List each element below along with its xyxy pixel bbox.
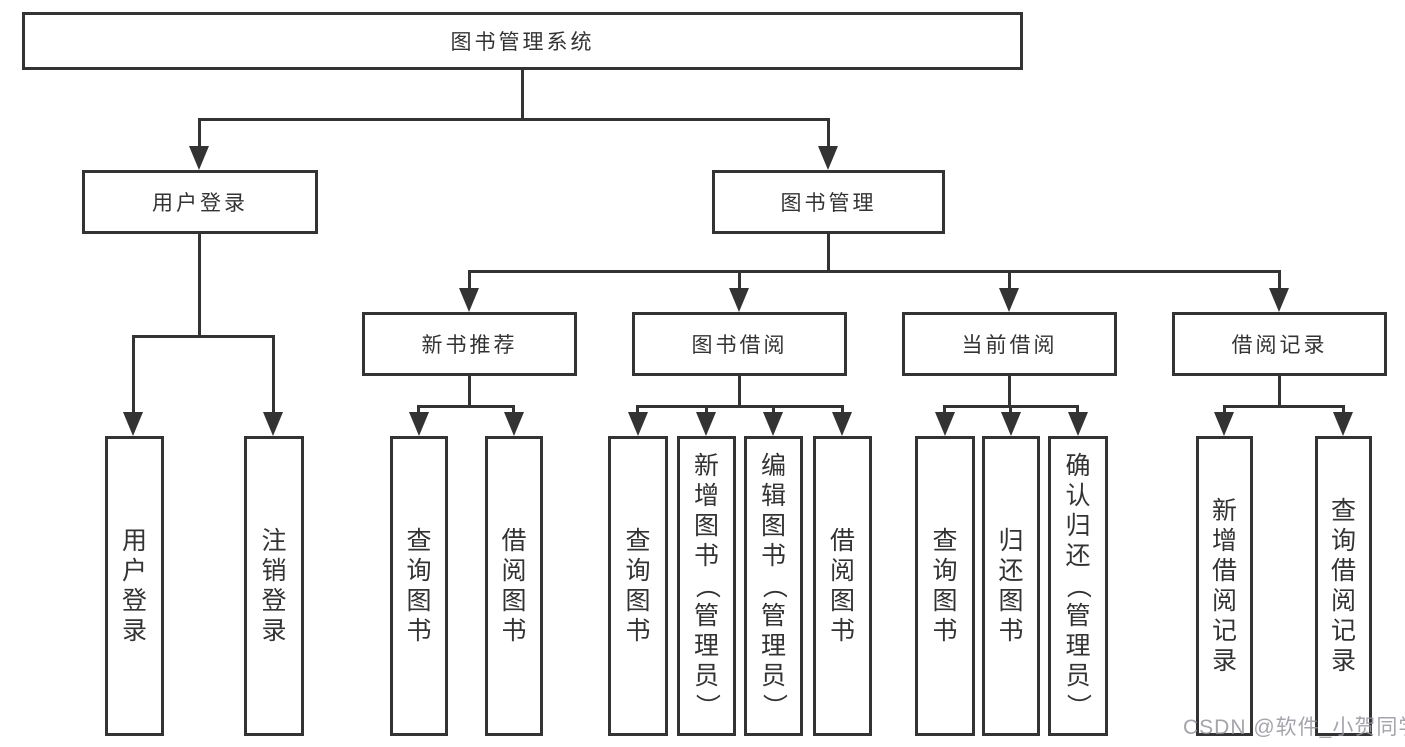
leaf-borrow-add-book-label: 新增图书（管理员） [692,452,721,719]
connector-arrowhead [459,288,479,312]
connector-line [417,405,420,417]
connector-line [272,335,275,415]
connector-line [1278,270,1281,294]
connector-arrowhead [409,412,429,436]
node-user-login: 用户登录 [82,170,318,234]
connector-line [132,335,275,338]
connector-line [198,118,830,121]
connector-arrowhead [504,412,524,436]
leaf-record-query: 查询借阅记录 [1315,436,1372,736]
leaf-recommend-query-book-label: 查询图书 [406,527,432,645]
leaf-recommend-borrow-book: 借阅图书 [485,436,543,736]
connector-line [468,270,1281,273]
leaf-current-confirm-return-label: 确认归还（管理员） [1064,452,1092,719]
leaf-current-query-book-label: 查询图书 [932,527,958,645]
connector-arrowhead [696,412,716,436]
leaf-record-add-label: 新增借阅记录 [1211,497,1237,675]
leaf-user-login: 用户登录 [105,436,164,736]
leaf-current-return-book-label: 归还图书 [998,527,1024,645]
node-current-borrow: 当前借阅 [902,312,1117,376]
connector-line [1076,405,1079,417]
leaf-record-add: 新增借阅记录 [1196,436,1253,736]
connector-line [1223,405,1345,408]
connector-arrowhead [832,412,852,436]
connector-line [772,405,775,417]
leaf-current-query-book: 查询图书 [915,436,975,736]
leaf-recommend-query-book: 查询图书 [390,436,448,736]
connector-line [468,376,471,405]
connector-line [943,405,946,417]
connector-line [827,118,830,150]
node-book-management-label: 图书管理 [780,192,877,215]
connector-line [132,335,135,415]
connector-arrowhead [818,146,838,170]
connector-line [636,405,639,417]
connector-line [738,270,741,294]
connector-line [1008,376,1011,405]
connector-line [1278,376,1281,405]
leaf-recommend-borrow-book-label: 借阅图书 [501,527,527,645]
connector-line [468,270,471,294]
connector-arrowhead [1333,412,1353,436]
connector-arrowhead [1214,412,1234,436]
leaf-record-query-label: 查询借阅记录 [1330,497,1356,675]
leaf-current-return-book: 归还图书 [982,436,1040,736]
connector-arrowhead [189,146,209,170]
connector-line [841,405,844,417]
connector-arrowhead [1269,288,1289,312]
connector-line [198,233,201,335]
connector-arrowhead [935,412,955,436]
leaf-borrow-add-book: 新增图书（管理员） [677,436,736,736]
connector-arrowhead [999,288,1019,312]
leaf-logout: 注销登录 [244,436,304,736]
node-borrow-record-label: 借阅记录 [1231,334,1328,357]
node-root: 图书管理系统 [22,12,1023,70]
node-book-management: 图书管理 [712,170,945,234]
connector-line [636,405,844,408]
leaf-borrow-query-book-label: 查询图书 [625,527,651,645]
leaf-borrow-query-book: 查询图书 [608,436,668,736]
node-user-login-label: 用户登录 [152,192,248,215]
leaf-borrow-edit-book: 编辑图书（管理员） [744,436,803,736]
connector-arrowhead [729,288,749,312]
leaf-current-confirm-return: 确认归还（管理员） [1048,436,1108,736]
connector-arrowhead [123,412,143,436]
node-book-borrow-label: 图书借阅 [691,334,788,357]
node-root-label: 图书管理系统 [450,31,595,54]
connector-line [417,405,515,408]
connector-line [1223,405,1226,417]
connector-line [1009,405,1012,417]
connector-line [198,118,201,150]
csdn-watermark: CSDN @软件_小贺同学 [1183,716,1405,739]
connector-arrowhead [763,412,783,436]
connector-line [1342,405,1345,417]
node-borrow-record: 借阅记录 [1172,312,1387,376]
connector-line [521,70,524,120]
node-book-borrow: 图书借阅 [632,312,847,376]
connector-arrowhead [1001,412,1021,436]
leaf-logout-label: 注销登录 [261,527,287,645]
connector-line [705,405,708,417]
connector-line [827,233,830,270]
connector-line [738,376,741,405]
connector-arrowhead [263,412,283,436]
connector-line [512,405,515,417]
node-new-book-recommend: 新书推荐 [362,312,577,376]
leaf-borrow-edit-book-label: 编辑图书（管理员） [759,452,788,719]
leaf-user-login-label: 用户登录 [121,527,147,645]
node-current-borrow-label: 当前借阅 [961,334,1058,357]
connector-arrowhead [628,412,648,436]
connector-line [1008,270,1011,294]
leaf-borrow-borrow-book: 借阅图书 [813,436,872,736]
leaf-borrow-borrow-book-label: 借阅图书 [829,527,855,645]
node-new-book-recommend-label: 新书推荐 [421,334,518,357]
connector-arrowhead [1068,412,1088,436]
